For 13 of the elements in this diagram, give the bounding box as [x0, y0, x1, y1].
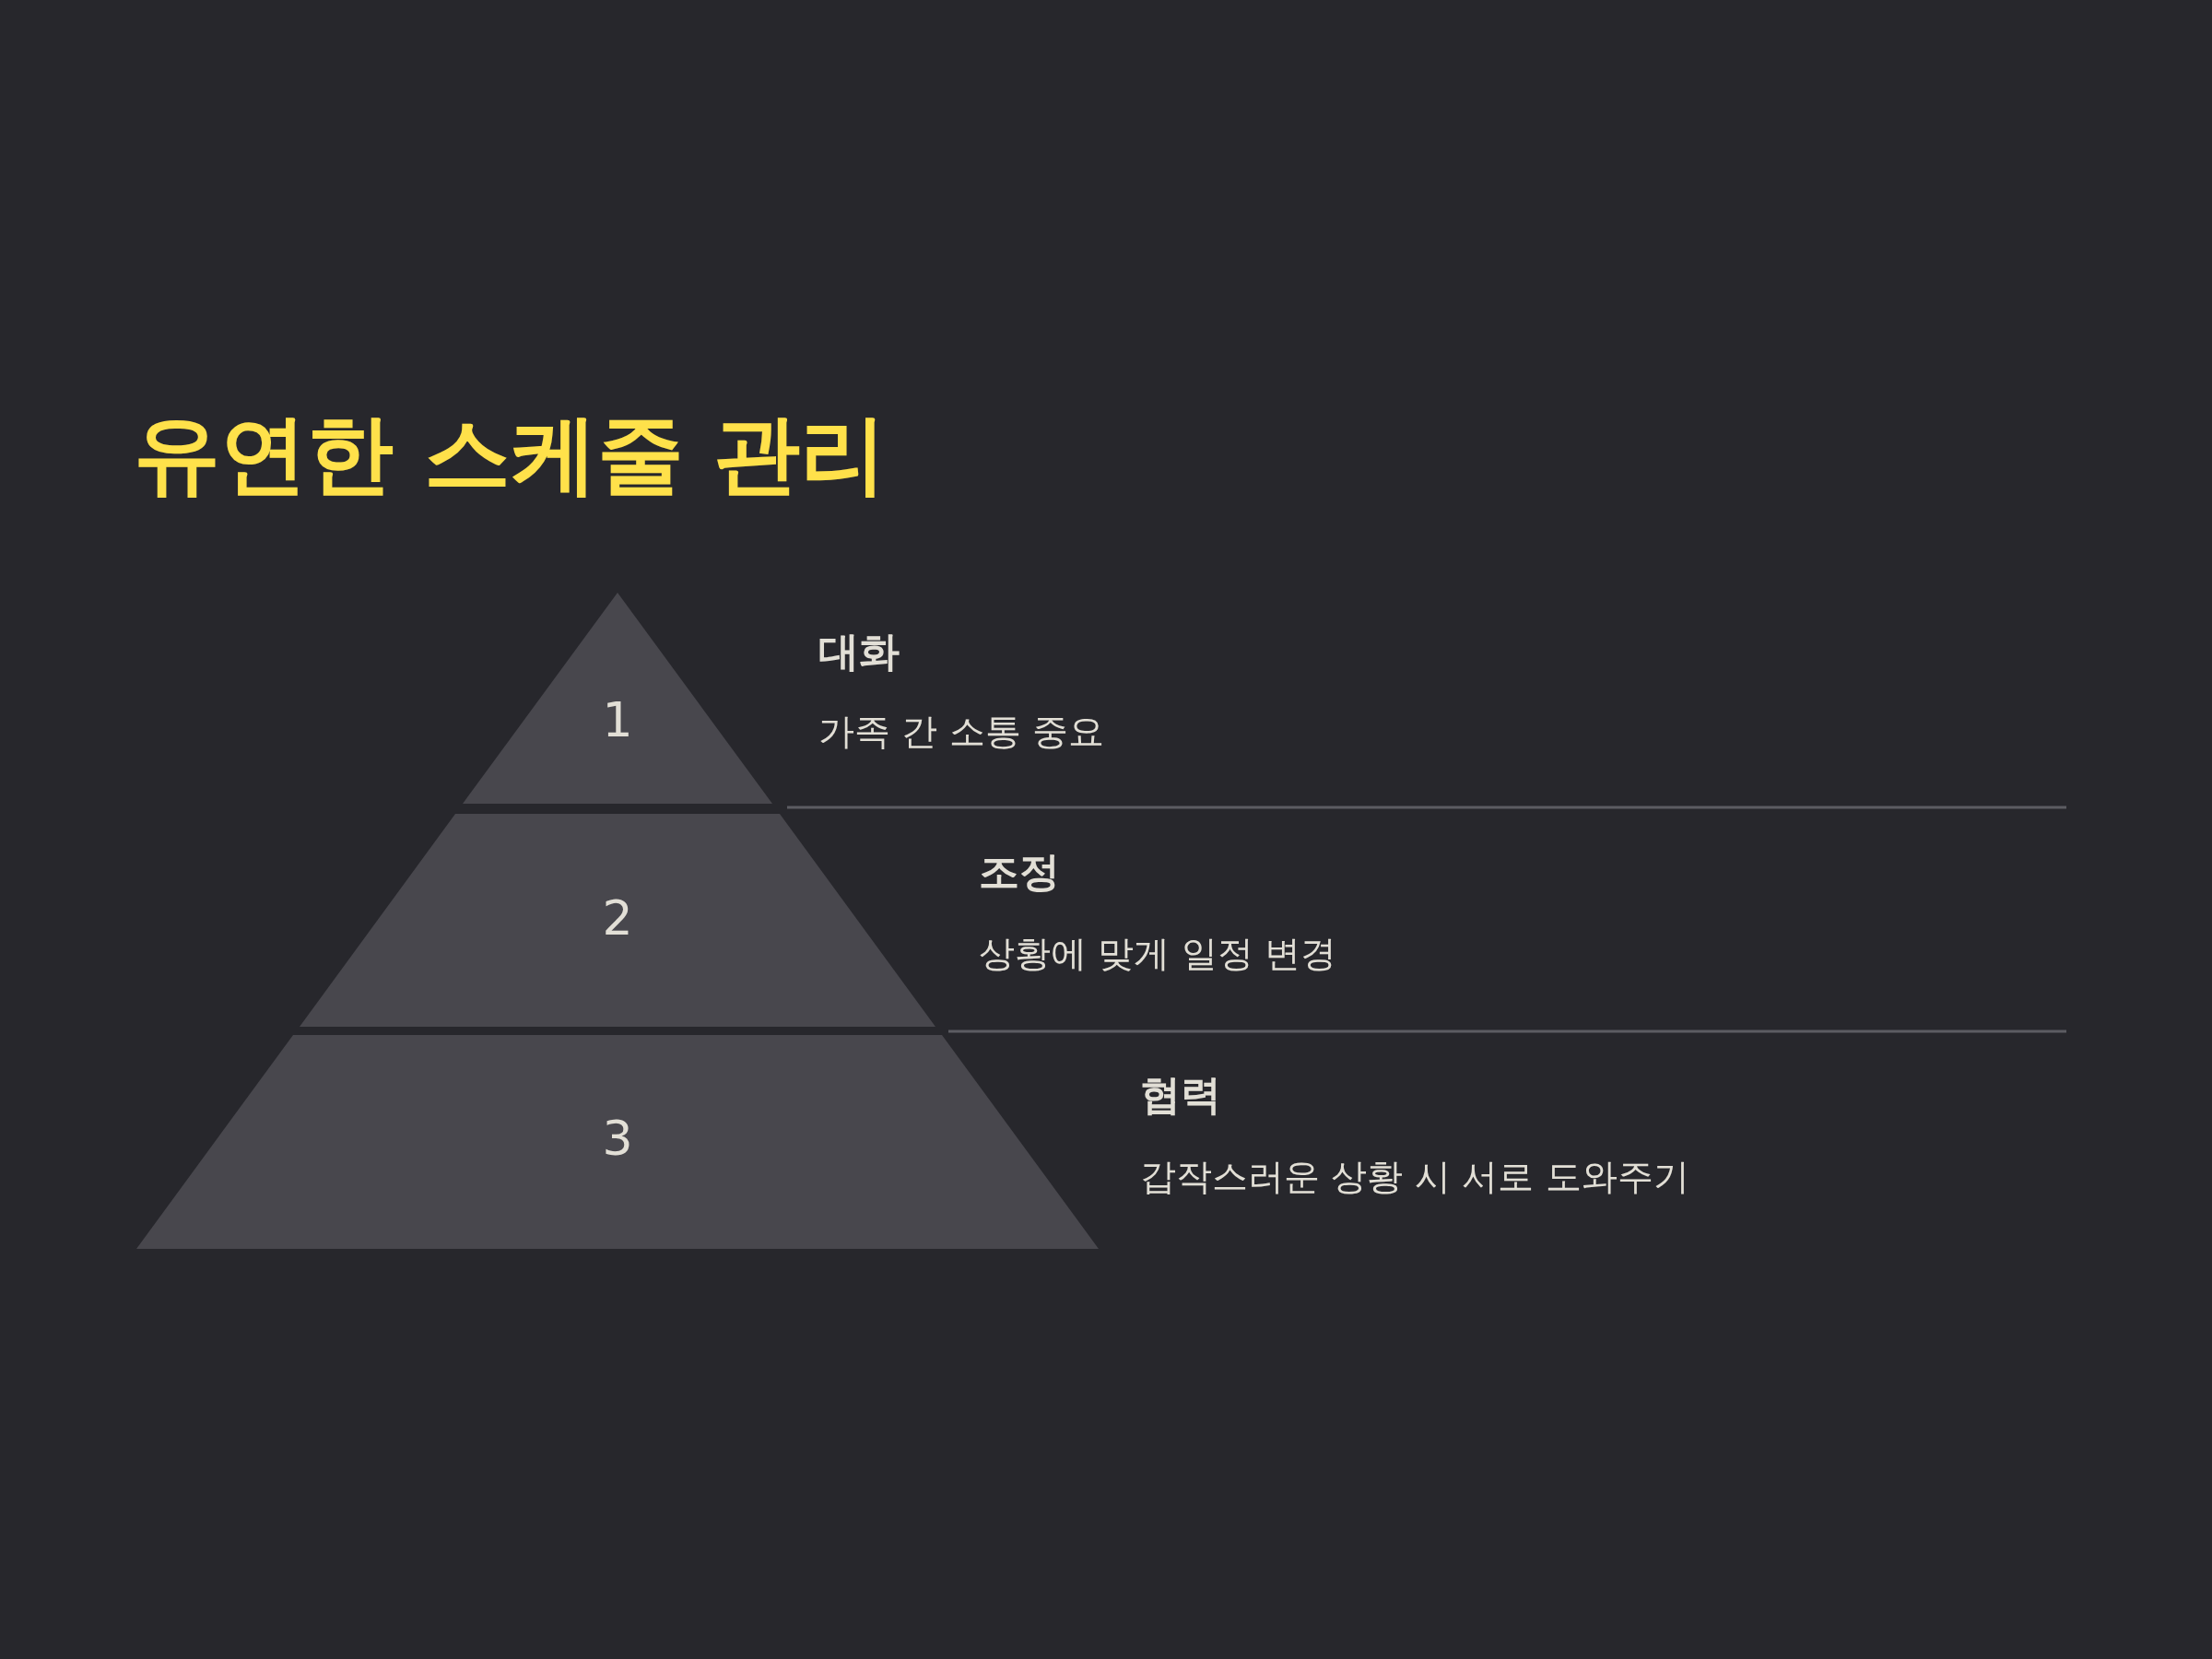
pyramid-tier — [300, 814, 935, 1027]
pyramid-tier — [463, 593, 772, 804]
tier-heading: 대화 — [818, 627, 900, 677]
tier-number: 3 — [602, 1109, 633, 1168]
tier-heading: 협력 — [1140, 1070, 1221, 1120]
tier-description: 상황에 맞게 일정 변경 — [979, 932, 1337, 976]
tier-number: 2 — [602, 888, 633, 947]
tier-heading: 조정 — [979, 847, 1060, 897]
slide-title: 유연한 스케줄 관리 — [134, 402, 888, 506]
tier-description: 가족 간 소통 중요 — [818, 710, 1105, 754]
pyramid-tier — [136, 1035, 1099, 1249]
tier-number: 1 — [602, 690, 633, 749]
tier-description: 갑작스러운 상황 시 서로 도와주기 — [1140, 1155, 1689, 1199]
